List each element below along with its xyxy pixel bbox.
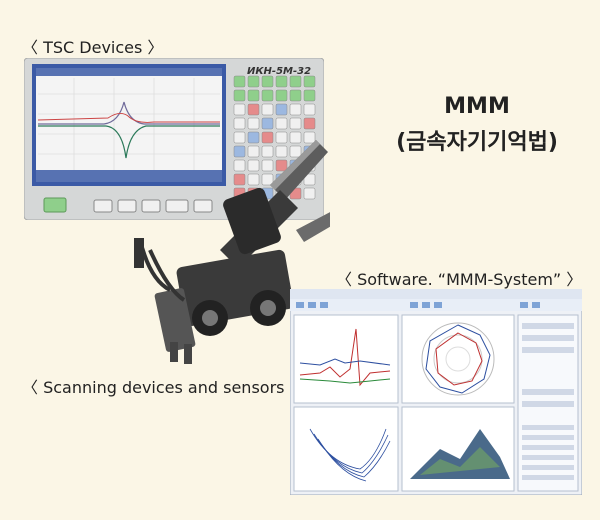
keypad-key bbox=[303, 131, 316, 144]
keypad-key bbox=[289, 89, 302, 102]
keypad-key bbox=[233, 159, 246, 172]
keypad-key bbox=[247, 159, 260, 172]
keypad-key bbox=[261, 131, 274, 144]
keypad-key bbox=[247, 117, 260, 130]
keypad-key bbox=[233, 117, 246, 130]
keypad-key bbox=[289, 131, 302, 144]
mmm-title: MMM bbox=[444, 94, 510, 119]
keypad-key bbox=[233, 173, 246, 186]
keypad-key bbox=[275, 145, 288, 158]
keypad-key bbox=[275, 117, 288, 130]
keypad-key bbox=[275, 75, 288, 88]
keypad-key bbox=[289, 117, 302, 130]
keypad-key bbox=[303, 117, 316, 130]
keypad-key bbox=[247, 145, 260, 158]
keypad-key bbox=[275, 89, 288, 102]
keypad-key bbox=[233, 75, 246, 88]
keypad-key bbox=[233, 103, 246, 116]
keypad-key bbox=[233, 131, 246, 144]
keypad-key bbox=[261, 159, 274, 172]
tsc-devices-label: 〈 TSC Devices 〉 bbox=[22, 38, 164, 57]
scanning-label: 〈 Scanning devices and sensors 〉 bbox=[22, 378, 306, 397]
keypad-key bbox=[247, 173, 260, 186]
mmm-korean-subtitle: (금속자기기억법) bbox=[396, 130, 558, 155]
keypad-key bbox=[303, 75, 316, 88]
keypad-key bbox=[275, 131, 288, 144]
keypad-key bbox=[303, 89, 316, 102]
keypad-key bbox=[261, 89, 274, 102]
keypad-key bbox=[261, 145, 274, 158]
keypad-key bbox=[247, 89, 260, 102]
keypad-key bbox=[303, 187, 316, 200]
keypad-key bbox=[247, 103, 260, 116]
software-label: 〈 Software. “MMM-System” 〉 bbox=[336, 270, 583, 289]
keypad-key bbox=[261, 103, 274, 116]
keypad-key bbox=[275, 103, 288, 116]
keypad-key bbox=[303, 103, 316, 116]
keypad-key bbox=[247, 131, 260, 144]
keypad-key bbox=[275, 159, 288, 172]
keypad-key bbox=[261, 117, 274, 130]
keypad-key bbox=[289, 145, 302, 158]
keypad-key bbox=[289, 75, 302, 88]
keypad-key bbox=[289, 103, 302, 116]
device-model-label: ИКН-5М-32 bbox=[247, 66, 312, 77]
keypad-key bbox=[247, 75, 260, 88]
keypad-key bbox=[233, 145, 246, 158]
keypad-key bbox=[233, 89, 246, 102]
software-screenshot-image bbox=[290, 289, 582, 495]
scanning-device-image bbox=[134, 140, 330, 364]
keypad-key bbox=[303, 173, 316, 186]
keypad-key bbox=[261, 75, 274, 88]
keypad-key bbox=[261, 173, 274, 186]
